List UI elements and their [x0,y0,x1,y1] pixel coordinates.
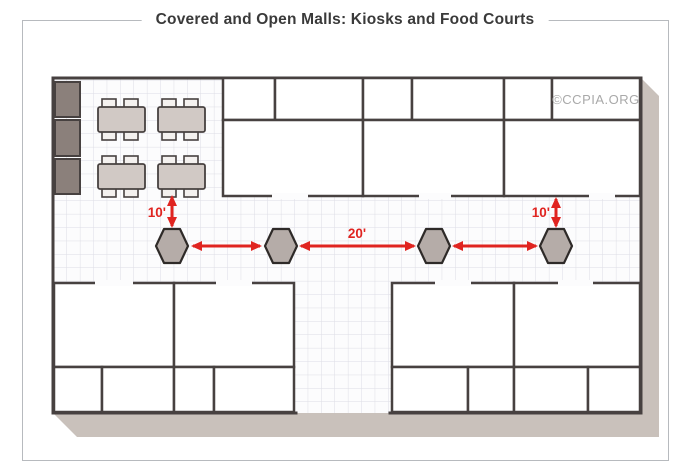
page-title: Covered and Open Malls: Kiosks and Food … [141,11,549,29]
kiosk-hexagon [154,227,190,265]
dining-table-set [157,98,206,141]
room [361,76,414,122]
kiosks [154,227,574,265]
door-gap [419,193,451,199]
room [512,281,642,369]
top-room-row-large [221,118,642,198]
table [157,106,206,133]
door-gap [216,280,252,286]
dining-table-set [97,155,146,198]
room [221,118,365,198]
room [361,118,506,198]
room [502,118,642,198]
room [221,76,277,122]
kiosk-spacing-label: 20' [348,226,366,241]
bottom-left-rooms [52,281,296,414]
dining-table-set [97,98,146,141]
room [390,281,516,369]
bottom-right-rooms [390,281,642,414]
kiosk-hexagon [416,227,452,265]
room [466,365,516,414]
room [100,365,176,414]
room [52,281,176,369]
room [52,365,104,414]
room [512,365,590,414]
door-gap [95,280,133,286]
right-clearance-label: 10' [532,205,550,220]
top-room-row-small [221,76,642,122]
service-counter [54,119,81,157]
room [172,281,296,369]
table [97,106,146,133]
door-openings [95,193,615,286]
service-counter [54,158,81,195]
service-counters [54,81,81,195]
door-gap [589,193,615,199]
table [157,163,206,190]
watermark: ©CCPIA.ORG [552,92,640,107]
room [410,76,506,122]
room [273,76,365,122]
room [586,365,642,414]
left-clearance-label: 10' [148,205,166,220]
room [212,365,296,414]
table [97,163,146,190]
service-counter [54,81,81,118]
room [172,365,216,414]
room [390,365,470,414]
kiosk-hexagon [263,227,299,265]
room [502,76,554,122]
door-gap [272,193,308,199]
dimension-arrows [167,195,561,251]
door-gap [558,280,593,286]
kiosk-hexagon [538,227,574,265]
door-gap [435,280,471,286]
room-watermark [550,76,642,122]
